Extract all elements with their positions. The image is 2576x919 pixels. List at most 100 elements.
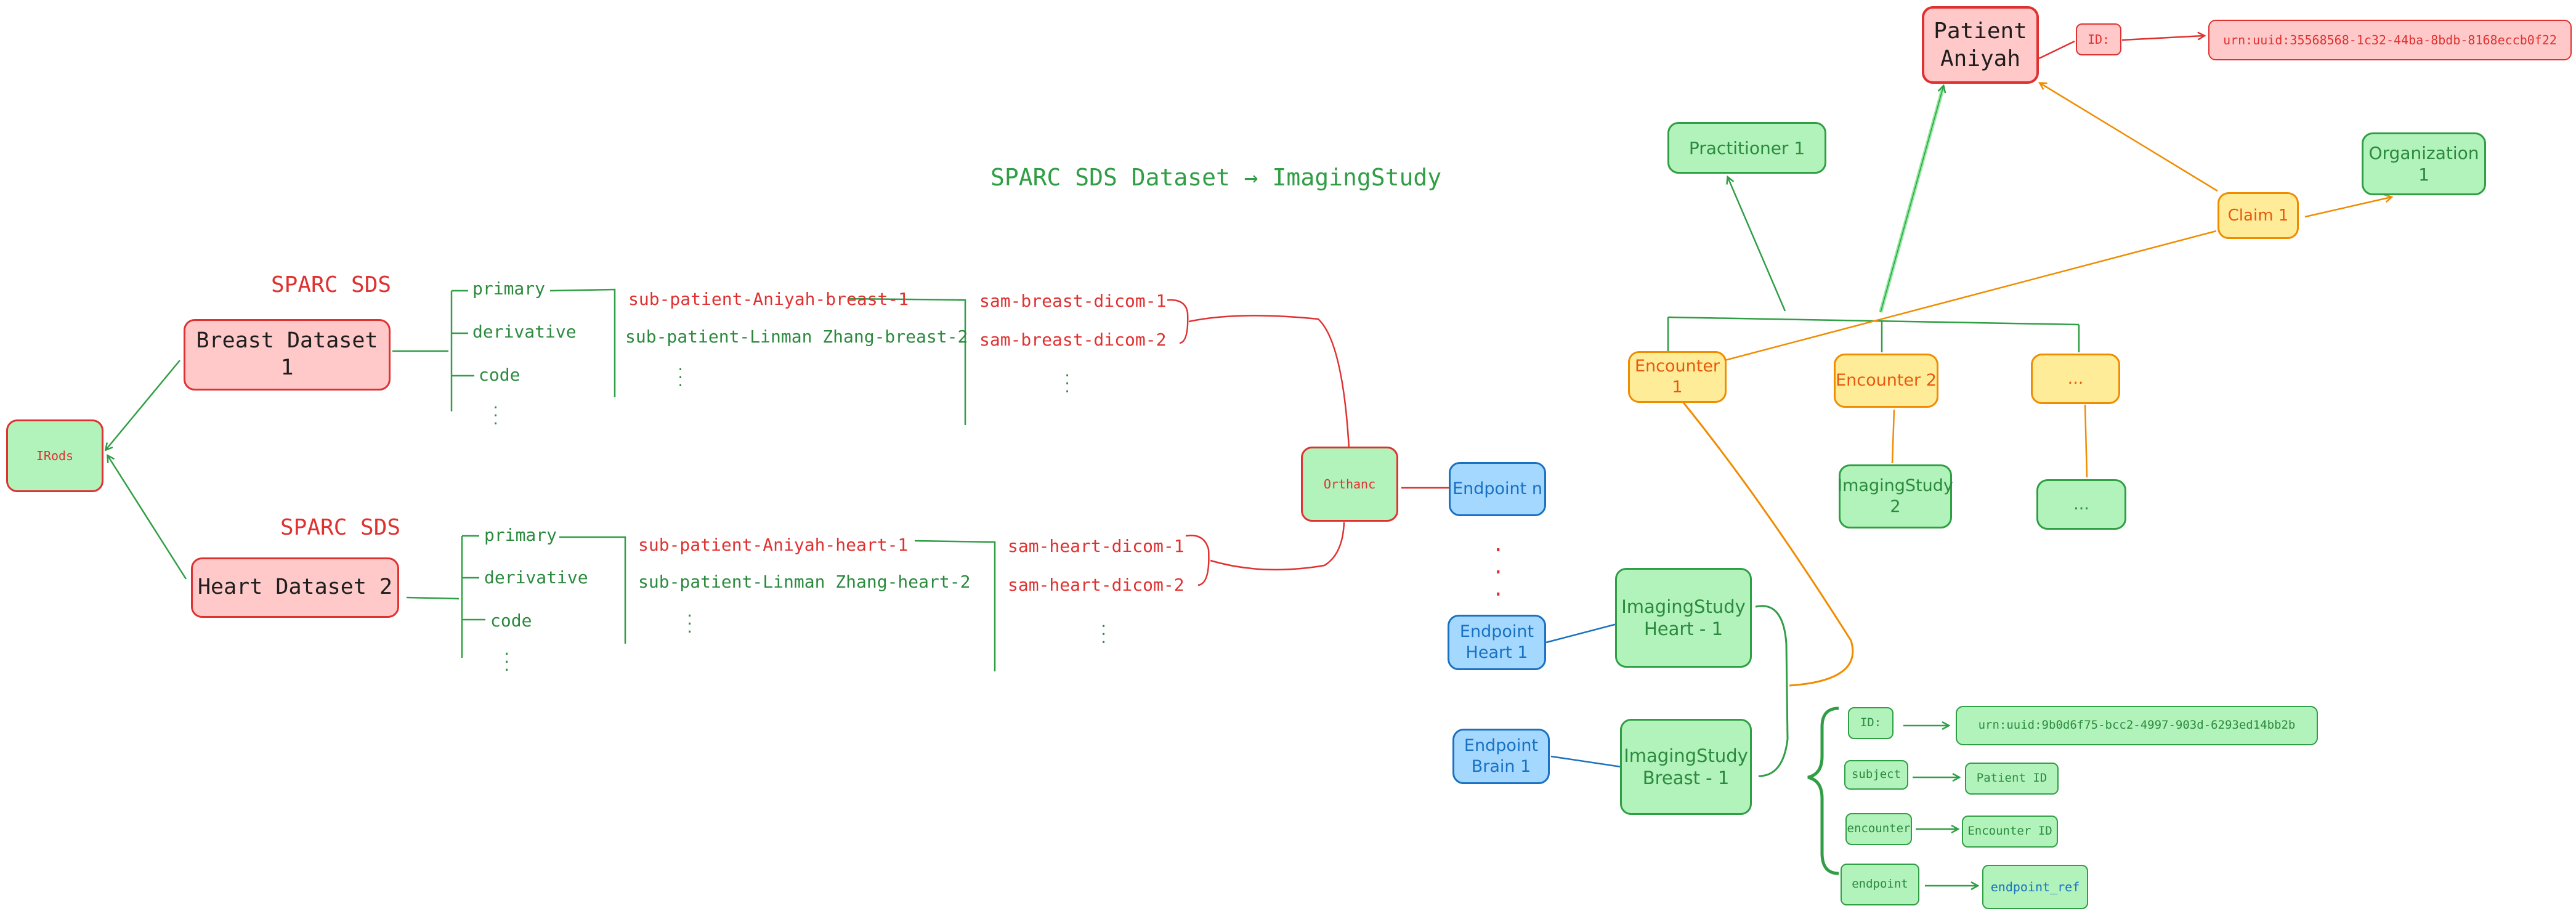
sds-label-heart: SPARC SDS	[280, 515, 401, 540]
imagingstudy-heart-label: ImagingStudy Heart - 1	[1621, 596, 1746, 639]
breast-sample-ellipsis: . . .	[1063, 365, 1072, 396]
encounter-bus	[1667, 316, 2080, 352]
imagingstudy-more-label: ...	[2073, 495, 2089, 514]
patient-id-value-node[interactable]: urn:uuid:35568568-1c32-44ba-8bdb-8168ecc…	[2208, 20, 2572, 60]
endpoint-n-label: Endpoint n	[1452, 479, 1542, 499]
field-encounter-label: encounter	[1847, 822, 1911, 836]
field-endpoint-label: endpoint	[1852, 877, 1908, 891]
breast-sample-1[interactable]: sam-breast-dicom-1	[979, 291, 1167, 311]
imagingstudy-more-node[interactable]: ...	[2036, 479, 2126, 530]
curly-brace-fields	[1807, 706, 1839, 875]
heart-sample-ellipsis: . . .	[1100, 615, 1108, 647]
imagingstudy-breast-node[interactable]: ImagingStudy Breast - 1	[1620, 719, 1752, 815]
endpoint-brain-node[interactable]: Endpoint Brain 1	[1452, 729, 1550, 784]
heart-folder-ellipsis: . . .	[503, 643, 511, 674]
organization-label: Organization 1	[2368, 143, 2479, 185]
practitioner-label: Practitioner 1	[1688, 137, 1805, 158]
encounter-more-label: ...	[2067, 369, 2084, 389]
heart-subject-2[interactable]: sub-patient-Linman Zhang-heart-2	[638, 572, 971, 592]
breast-folder-primary[interactable]: primary	[472, 278, 546, 299]
breast-dataset-label: Breast Dataset 1	[196, 328, 378, 380]
patient-label: Patient Aniyah	[1934, 18, 2027, 71]
organization-node[interactable]: Organization 1	[2362, 132, 2486, 195]
field-endpoint-label-node[interactable]: endpoint	[1841, 864, 1919, 905]
arrow-breast-to-irods	[106, 360, 180, 450]
heart-folder-derivative[interactable]: derivative	[484, 567, 588, 588]
line-patient-to-id	[2038, 40, 2075, 60]
imagingstudy-heart-node[interactable]: ImagingStudy Heart - 1	[1615, 568, 1752, 668]
heart-dataset-label: Heart Dataset 2	[197, 575, 393, 600]
practitioner-node[interactable]: Practitioner 1	[1667, 122, 1826, 174]
patient-id-label-node[interactable]: ID:	[2076, 23, 2121, 55]
endpoint-n-node[interactable]: Endpoint n	[1449, 462, 1546, 516]
breast-subject-ellipsis: . . .	[676, 358, 685, 390]
field-subject-value-node[interactable]: Patient ID	[1965, 763, 2059, 795]
line-claim-to-encounter1	[1724, 230, 2217, 362]
breast-sample-2[interactable]: sam-breast-dicom-2	[979, 330, 1167, 350]
field-id-value: urn:uuid:9b0d6f75-bcc2-4997-903d-6293ed1…	[1978, 718, 2296, 732]
claim-label: Claim 1	[2227, 206, 2289, 225]
line-ellipsis-encounter	[2084, 404, 2088, 478]
heart-sample-2[interactable]: sam-heart-dicom-2	[1008, 575, 1185, 595]
heart-sample-1[interactable]: sam-heart-dicom-1	[1008, 536, 1185, 556]
encounter-1-node[interactable]: Encounter 1	[1628, 351, 1727, 403]
heart-folder-code[interactable]: code	[490, 610, 532, 631]
endpoint-brain-label: Endpoint Brain 1	[1464, 736, 1539, 776]
endpoint-ellipsis: . . .	[1492, 532, 1505, 601]
line-encounter2-to-study2	[1891, 409, 1895, 464]
breast-folder-ellipsis: . . .	[492, 397, 500, 428]
heart-dataset-node[interactable]: Heart Dataset 2	[191, 557, 399, 618]
endpoint-heart-node[interactable]: Endpoint Heart 1	[1448, 615, 1546, 670]
encounter-2-node[interactable]: Encounter 2	[1834, 354, 1938, 408]
sample-to-orthanc-lines	[1167, 299, 1451, 586]
imagingstudy-2-node[interactable]: ImagingStudy 2	[1837, 464, 1953, 528]
breast-subject-2[interactable]: sub-patient-Linman Zhang-breast-2	[625, 326, 968, 347]
field-subject-value: Patient ID	[1976, 771, 2047, 785]
line-encounter1-to-studies	[1680, 400, 1854, 687]
orthanc-node[interactable]: Orthanc	[1301, 447, 1398, 522]
heart-folder-primary[interactable]: primary	[484, 525, 557, 545]
arrow-claim-to-patient	[2040, 83, 2218, 192]
irods-label: IRods	[36, 448, 74, 463]
breast-dataset-node[interactable]: Breast Dataset 1	[184, 319, 391, 391]
sds-label-breast: SPARC SDS	[271, 272, 392, 298]
field-encounter-label-node[interactable]: encounter	[1845, 813, 1912, 845]
field-id-label-node[interactable]: ID:	[1848, 707, 1894, 739]
heart-subject-1[interactable]: sub-patient-Aniyah-heart-1	[638, 535, 909, 555]
arrow-encounters-to-patient-head	[1880, 86, 1943, 313]
endpoint-heart-label: Endpoint Heart 1	[1459, 622, 1534, 662]
arrow-id-to-uuid	[2121, 36, 2204, 41]
arrow-claim-to-organization	[2304, 197, 2391, 218]
imagingstudy-breast-label: ImagingStudy Breast - 1	[1624, 745, 1748, 788]
encounter-more-node[interactable]: ...	[2031, 354, 2120, 404]
line-endpoint-heart	[1545, 623, 1618, 644]
field-endpoint-value-node[interactable]: endpoint_ref	[1982, 865, 2088, 909]
irods-node[interactable]: IRods	[6, 419, 103, 492]
field-id-value-node[interactable]: urn:uuid:9b0d6f75-bcc2-4997-903d-6293ed1…	[1956, 706, 2318, 745]
field-encounter-value: Encounter ID	[1967, 824, 2052, 838]
field-subject-label: subject	[1851, 767, 1902, 782]
arrow-heart-to-irods	[108, 456, 187, 580]
diagram-title: SPARC SDS Dataset → ImagingStudy	[990, 164, 1442, 191]
heart-tree-lines	[406, 535, 996, 671]
patient-id-label: ID:	[2087, 31, 2110, 47]
breast-tree-lines	[392, 288, 966, 425]
field-arrows	[1903, 726, 1977, 886]
imagingstudy-2-label: ImagingStudy 2	[1837, 476, 1953, 516]
line-endpoint-brain	[1550, 755, 1622, 768]
claim-node[interactable]: Claim 1	[2218, 192, 2299, 239]
brace-imagingstudy	[1755, 605, 1789, 777]
encounter-1-label: Encounter 1	[1634, 357, 1720, 397]
breast-folder-derivative[interactable]: derivative	[472, 322, 577, 342]
breast-folder-code[interactable]: code	[479, 365, 520, 385]
breast-subject-1[interactable]: sub-patient-Aniyah-breast-1	[628, 289, 909, 309]
field-encounter-value-node[interactable]: Encounter ID	[1962, 816, 2058, 848]
field-subject-label-node[interactable]: subject	[1844, 760, 1908, 790]
field-endpoint-value: endpoint_ref	[1990, 879, 2080, 894]
patient-id-value: urn:uuid:35568568-1c32-44ba-8bdb-8168ecc…	[2223, 32, 2557, 47]
encounter-2-label: Encounter 2	[1836, 371, 1937, 391]
patient-node[interactable]: Patient Aniyah	[1922, 6, 2039, 84]
field-id-label: ID:	[1860, 716, 1882, 730]
